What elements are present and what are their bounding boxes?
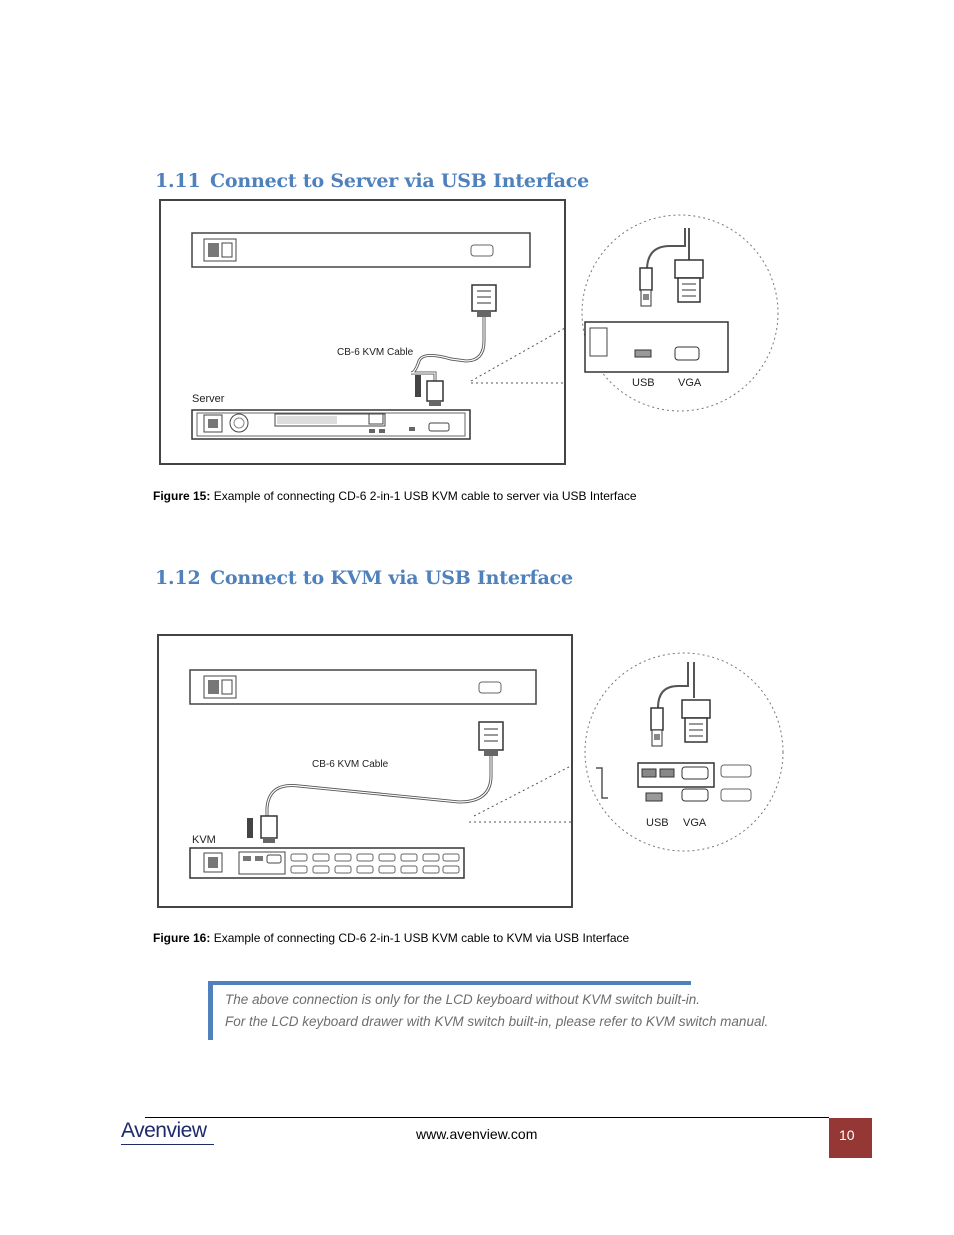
page-number: 10 <box>829 1118 872 1158</box>
note-top-rule <box>213 981 691 985</box>
caption-prefix: Figure 15: <box>153 489 211 503</box>
figure-16-port-zoom: USB VGA <box>578 648 790 858</box>
usb-port-label: USB <box>646 817 669 829</box>
cable-label: CB-6 KVM Cable <box>312 759 389 770</box>
section-heading-1-12: 1.12 Connect to KVM via USB Interface <box>155 567 573 589</box>
section-title: Connect to Server via USB Interface <box>210 170 589 192</box>
caption-prefix: Figure 16: <box>153 931 211 945</box>
note-line-1: The above connection is only for the LCD… <box>225 992 700 1007</box>
cable-label: CB-6 KVM Cable <box>337 347 414 358</box>
caption-text: Example of connecting CD-6 2-in-1 USB KV… <box>210 489 637 503</box>
section-number: 1.12 <box>155 567 201 589</box>
section-heading-1-11: 1.11 Connect to Server via USB Interface <box>155 170 589 192</box>
logo-underline <box>121 1144 214 1145</box>
note-callout: The above connection is only for the LCD… <box>208 981 808 1040</box>
vga-port-label: VGA <box>683 817 707 829</box>
footer-rule <box>145 1117 829 1118</box>
device-label: KVM <box>192 834 216 846</box>
section-title: Connect to KVM via USB Interface <box>210 567 573 589</box>
vga-port-label: VGA <box>678 377 702 389</box>
device-label: Server <box>192 393 225 405</box>
caption-text: Example of connecting CD-6 2-in-1 USB KV… <box>210 931 630 945</box>
footer-website: www.avenview.com <box>416 1126 538 1142</box>
usb-port-label: USB <box>632 377 655 389</box>
figure-15-caption: Figure 15: Example of connecting CD-6 2-… <box>153 489 637 503</box>
figure-16-diagram: CB-6 KVM Cable KVM <box>157 634 573 908</box>
section-number: 1.11 <box>155 170 201 192</box>
figure-15-port-zoom: USB VGA <box>575 210 785 420</box>
avenview-logo: Avenview <box>121 1119 207 1142</box>
figure-16-caption: Figure 16: Example of connecting CD-6 2-… <box>153 931 629 945</box>
note-line-2: For the LCD keyboard drawer with KVM swi… <box>225 1014 769 1029</box>
figure-15-diagram: CB-6 KVM Cable Server <box>159 199 566 465</box>
